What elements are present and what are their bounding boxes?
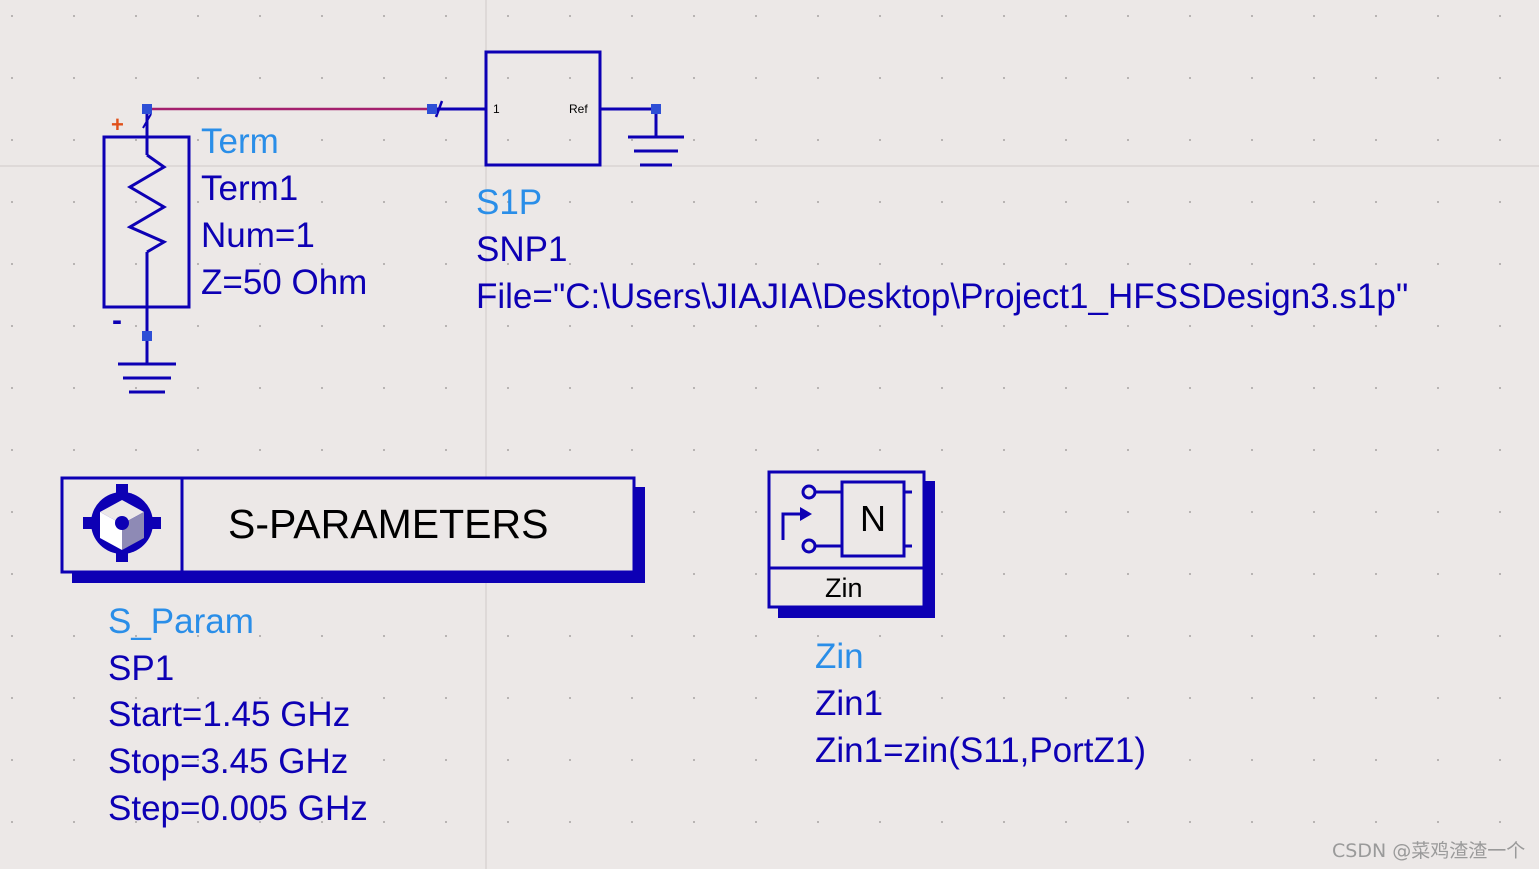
sparam-step-param: Step=0.005 GHz [108, 789, 368, 828]
snp-type-label: S1P [476, 183, 542, 222]
term-component[interactable]: + - [102, 104, 191, 341]
snp-pin1-label: 1 [493, 102, 500, 116]
term-port-minus[interactable] [142, 331, 152, 341]
term-plus-sign: + [111, 112, 124, 137]
term-type-label: Term [201, 122, 279, 161]
s-parameters-controller[interactable]: S-PARAMETERS [60, 476, 645, 583]
zin-icon-letter: N [860, 498, 886, 539]
network-port-icon: N [781, 480, 912, 558]
term-minus-sign: - [112, 304, 122, 337]
term-port-plus[interactable] [142, 104, 152, 114]
term-impedance-param: Z=50 Ohm [201, 263, 367, 302]
sparam-type-label: S_Param [108, 602, 254, 641]
watermark: CSDN @菜鸡渣渣一个 [1332, 840, 1525, 862]
term-instance-name: Term1 [201, 169, 298, 208]
simulation-gear-icon [83, 484, 161, 562]
term-num-param: Num=1 [201, 216, 315, 255]
zin-type-label: Zin [815, 637, 864, 676]
snp-port-ref[interactable] [651, 104, 661, 114]
sparam-title: S-PARAMETERS [228, 501, 548, 547]
snp-port-1[interactable] [427, 104, 437, 114]
sparam-stop-param: Stop=3.45 GHz [108, 742, 348, 781]
zin-measurement-component[interactable]: N Zin [767, 470, 935, 618]
sparam-instance-name: SP1 [108, 649, 174, 688]
zin-expression: Zin1=zin(S11,PortZ1) [815, 731, 1146, 770]
sparam-start-param: Start=1.45 GHz [108, 695, 350, 734]
snp-file-param: File="C:\Users\JIAJIA\Desktop\Project1_H… [476, 277, 1408, 316]
wire-term-to-snp[interactable] [147, 100, 486, 118]
snp-ref-label: Ref [569, 102, 588, 116]
snp-instance-name: SNP1 [476, 230, 567, 269]
ground-term-icon [118, 341, 176, 394]
snp-component[interactable]: 1 Ref [427, 50, 661, 167]
zin-box [767, 470, 926, 609]
ground-snp-icon [628, 114, 684, 167]
resistor-symbol [126, 153, 168, 254]
zin-instance-name: Zin1 [815, 684, 883, 723]
zin-box-label: Zin [825, 573, 863, 603]
